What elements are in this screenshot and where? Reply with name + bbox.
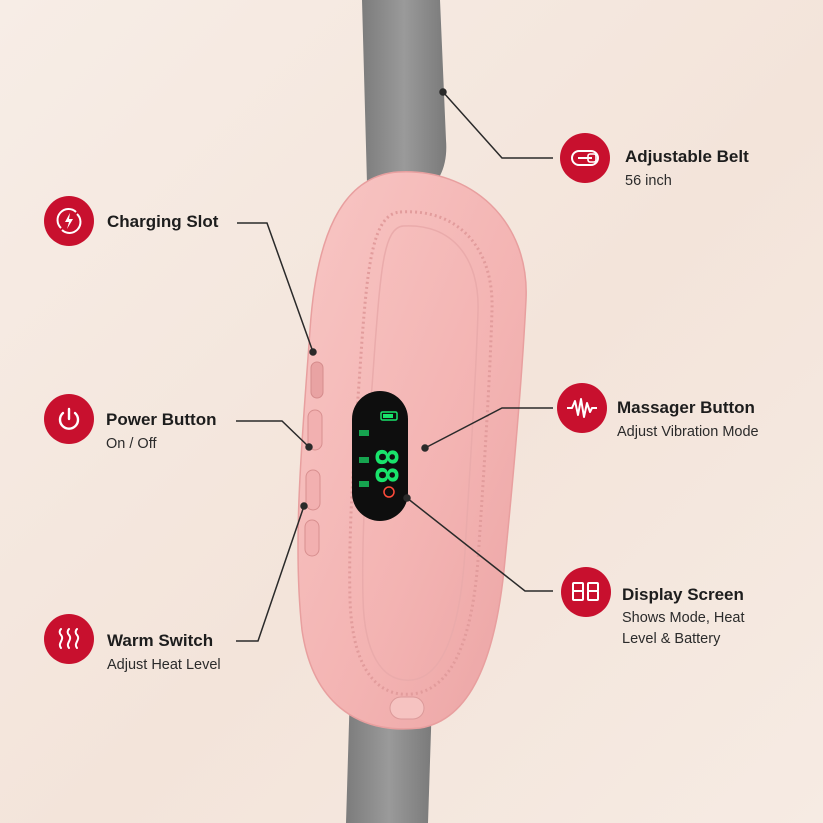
device-pad-stitching xyxy=(348,210,494,696)
belt-top xyxy=(362,0,447,220)
side-button-massager xyxy=(305,469,321,511)
display-screen-subtitle-line2: Level & Battery xyxy=(622,631,721,647)
side-button-warm xyxy=(304,519,320,557)
display-screen-title: Display Screen xyxy=(622,585,744,604)
vibration-wave-icon xyxy=(557,383,607,433)
display-screen-subtitle-line1: Shows Mode, Heat xyxy=(622,610,745,626)
belt-icon xyxy=(560,133,610,183)
device-body xyxy=(297,171,527,730)
power-icon xyxy=(44,394,94,444)
side-button-power xyxy=(307,409,323,451)
leader-power-button xyxy=(236,420,310,448)
heat-waves-icon xyxy=(44,614,94,664)
display-screen xyxy=(352,391,408,521)
leader-warm-switch xyxy=(236,505,305,642)
charging-port xyxy=(310,361,324,399)
massager-button-title: Massager Button xyxy=(617,398,755,417)
digital-88-icon xyxy=(561,567,611,617)
display-digits: 88 xyxy=(368,448,403,484)
charging-slot-title: Charging Slot xyxy=(107,212,219,231)
power-button-subtitle: On / Off xyxy=(106,436,157,452)
warm-switch-title: Warm Switch xyxy=(107,631,214,650)
leader-display-screen xyxy=(406,497,553,592)
leader-charging-slot xyxy=(237,222,314,353)
adjustable-belt-title: Adjustable Belt xyxy=(625,147,749,166)
adjustable-belt-subtitle: 56 inch xyxy=(625,173,672,189)
power-button-title: Power Button xyxy=(106,410,217,429)
charging-bolt-icon xyxy=(44,196,94,246)
leader-massager-button xyxy=(424,407,553,449)
massager-button-subtitle: Adjust Vibration Mode xyxy=(617,424,759,440)
bottom-button xyxy=(389,696,425,720)
warm-switch-subtitle: Adjust Heat Level xyxy=(107,657,221,673)
leader-adjustable-belt xyxy=(442,91,553,159)
